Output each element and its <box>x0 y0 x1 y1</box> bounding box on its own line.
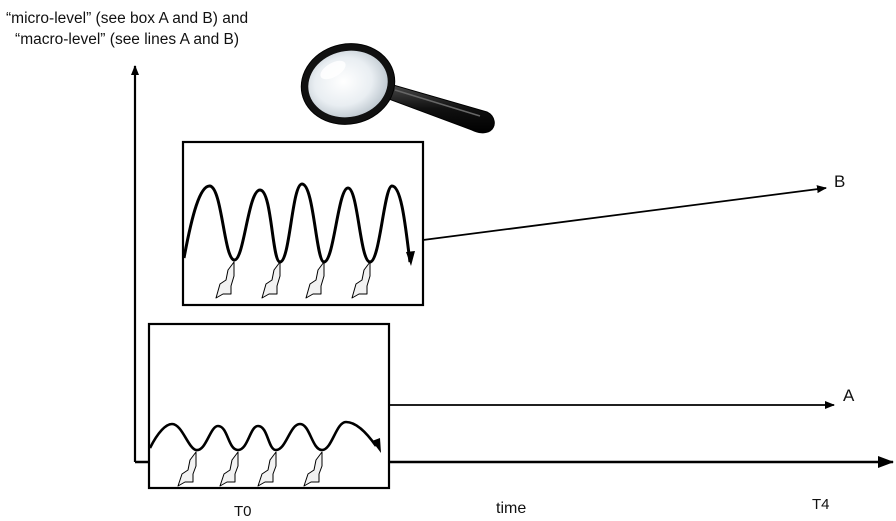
magnifier-handle <box>377 83 495 134</box>
lightning-icon <box>177 451 197 487</box>
magnifier-glint <box>320 60 346 80</box>
line-a-label: A <box>843 386 855 405</box>
magnifier-handle-highlight <box>394 89 481 117</box>
lightning-icon <box>219 451 239 487</box>
y-axis-label-line1: “micro-level” (see box A and B) and <box>6 10 249 27</box>
lightning-icon <box>351 261 371 299</box>
box-b <box>181 140 425 307</box>
box-b-wave-arrowhead <box>406 251 415 266</box>
line-b <box>422 185 827 241</box>
magnifying-glass-icon <box>300 43 495 134</box>
x-axis-time-label: time <box>496 500 527 517</box>
lightning-icon <box>261 261 281 299</box>
box-a-wave <box>148 420 378 452</box>
box-a-wave-arrowhead <box>372 438 381 453</box>
x-axis-end-label: T4 <box>812 496 830 513</box>
box-a-lightning-bolts <box>177 451 323 487</box>
box-b-wave <box>182 182 412 264</box>
line-b-label: B <box>834 172 846 191</box>
box-a <box>147 322 391 490</box>
y-axis-label-line2: “macro-level” (see lines A and B) <box>15 31 240 48</box>
lightning-icon <box>303 451 323 487</box>
x-axis-start-label: T0 <box>234 503 252 520</box>
box-b-lightning-bolts <box>215 261 371 299</box>
y-axis-label: “micro-level” (see box A and B) and “mac… <box>6 8 248 50</box>
lightning-icon <box>215 261 235 299</box>
lightning-icon <box>305 261 325 299</box>
lightning-icon <box>257 451 277 487</box>
